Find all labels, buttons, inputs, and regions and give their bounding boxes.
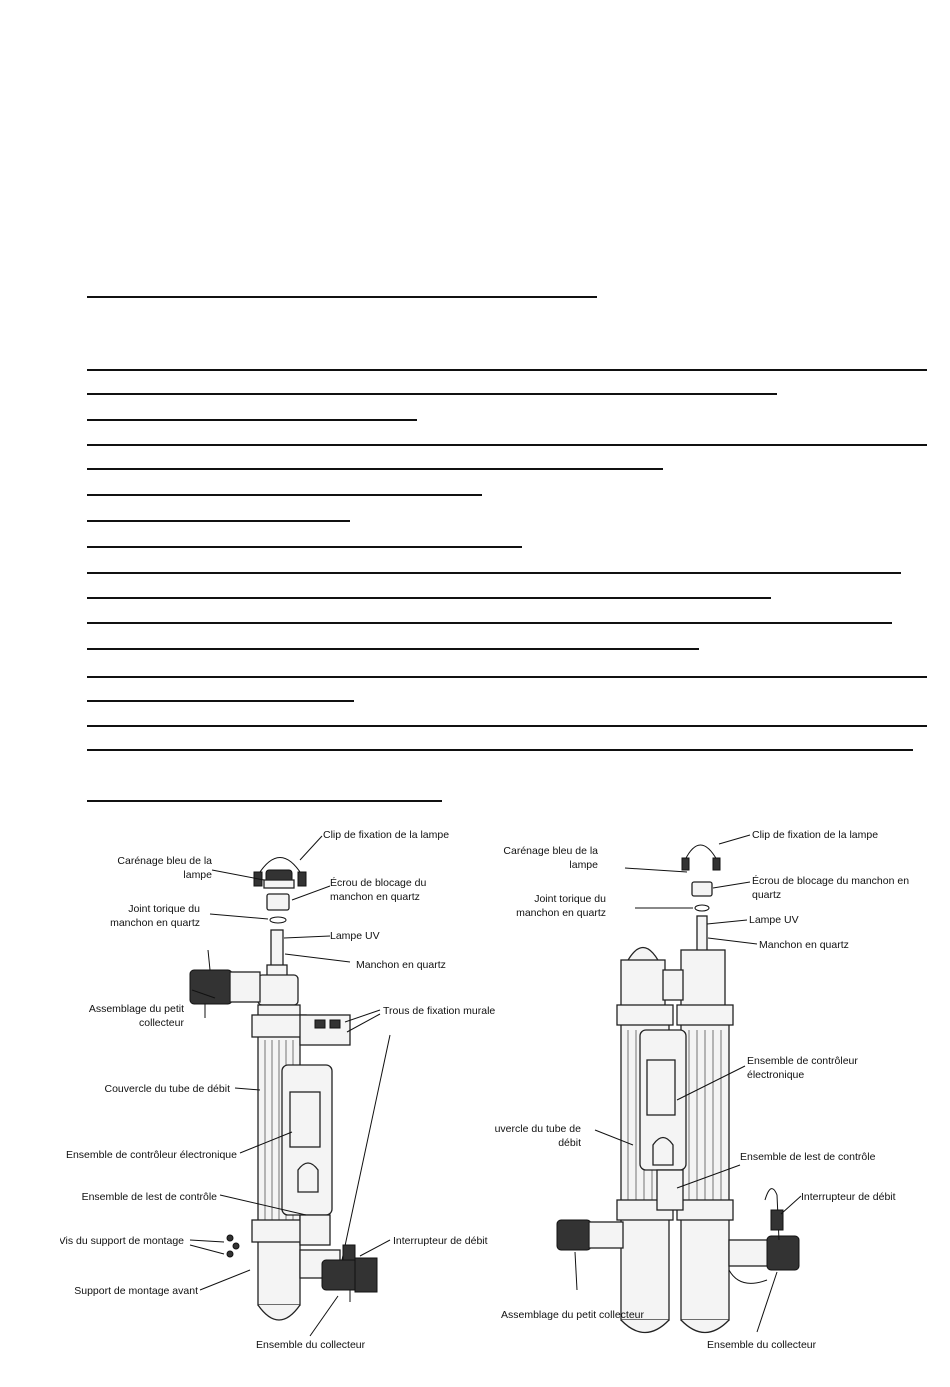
wall-bracket-icon <box>299 1014 351 1046</box>
collector-icon <box>728 1235 800 1271</box>
label-lamp-clip: Clip de fixation de la lampe <box>323 829 449 841</box>
label-wall-holes: Trous de fixation murale <box>383 1005 495 1017</box>
label-controller-2: électronique <box>747 1069 804 1081</box>
label-flow-switch: Interrupteur de débit <box>393 1235 488 1247</box>
label-uv-lamp: Lampe UV <box>330 930 380 942</box>
uv-lamp-icon <box>696 915 708 953</box>
controller-icon <box>639 1029 687 1171</box>
label-o-ring-1: Joint torique du <box>128 903 200 915</box>
redacted-line <box>87 468 663 470</box>
redacted-heading-1 <box>87 296 597 298</box>
redacted-line <box>87 648 699 650</box>
controller-icon <box>281 1064 333 1216</box>
label-flow-tube-cover-2: débit <box>558 1137 581 1149</box>
o-ring-icon <box>694 904 710 912</box>
label-o-ring-1: Joint torique du <box>534 893 606 905</box>
collector-icon <box>321 1257 378 1302</box>
label-lamp-cover-2: lampe <box>183 869 212 881</box>
redacted-heading-2 <box>87 800 442 802</box>
redacted-line <box>87 676 927 678</box>
label-quartz-sleeve: Manchon en quartz <box>759 939 849 951</box>
label-collector: Ensemble du collecteur <box>256 1339 366 1351</box>
label-quartz-nut-2: manchon en quartz <box>330 891 420 903</box>
redacted-line <box>87 520 350 522</box>
label-controller-1: Ensemble de contrôleur <box>747 1055 858 1067</box>
label-small-collector-1: Assemblage du petit <box>89 1003 184 1015</box>
label-flow-switch: Interrupteur de débit <box>801 1191 896 1203</box>
small-collector-icon <box>189 949 261 1018</box>
label-ballast: Ensemble de lest de contrôle <box>740 1151 876 1163</box>
redacted-line <box>87 622 892 624</box>
label-front-bracket: Support de montage avant <box>74 1285 198 1297</box>
label-ballast: Ensemble de lest de contrôle <box>82 1191 218 1203</box>
redacted-line <box>87 572 901 574</box>
uv-lamp-icon <box>270 929 284 971</box>
redacted-line <box>87 597 771 599</box>
redacted-line <box>87 725 927 727</box>
redacted-line <box>87 444 927 446</box>
figure-right-exploded-view: Carénage bleu de la lampe Clip de fixati… <box>495 829 909 1351</box>
label-quartz-nut-1: Écrou de blocage du <box>330 876 426 889</box>
label-quartz-sleeve: Manchon en quartz <box>356 959 446 971</box>
label-quartz-nut-1: Écrou de blocage du manchon en <box>752 874 909 887</box>
lamp-cover-icon <box>263 869 295 889</box>
figure-left-exploded-view: Clip de fixation de la lampe Carénage bl… <box>60 829 495 1351</box>
label-quartz-nut-2: quartz <box>752 889 781 901</box>
flow-switch-icon <box>764 1188 784 1241</box>
o-ring-icon <box>269 916 287 924</box>
label-lamp-cover-2: lampe <box>569 859 598 871</box>
redacted-line <box>87 546 522 548</box>
redacted-line <box>87 494 482 496</box>
redacted-line <box>87 369 927 371</box>
label-flow-tube-cover-1: Couvercle du tube de <box>495 1123 581 1135</box>
quartz-nut-icon <box>266 893 290 911</box>
label-o-ring-2: manchon en quartz <box>516 907 606 919</box>
label-lamp-clip: Clip de fixation de la lampe <box>752 829 878 841</box>
label-controller: Ensemble de contrôleur électronique <box>66 1149 237 1161</box>
redacted-line <box>87 700 354 702</box>
redacted-line <box>87 393 777 395</box>
label-lamp-cover-1: Carénage bleu de la <box>503 845 598 857</box>
small-collector-icon <box>556 1219 624 1251</box>
label-lamp-cover-1: Carénage bleu de la <box>117 855 212 867</box>
label-uv-lamp: Lampe UV <box>749 914 799 926</box>
label-mounting-screws: Vis du support de montage <box>60 1235 184 1247</box>
label-flow-tube-cover: Couvercle du tube de débit <box>104 1083 230 1095</box>
twin-flow-tubes-icon <box>616 947 734 1334</box>
label-collector: Ensemble du collecteur <box>707 1339 817 1351</box>
label-small-collector: Assemblage du petit collecteur <box>501 1309 644 1321</box>
redacted-line <box>87 419 417 421</box>
flow-switch-icon <box>341 1034 391 1266</box>
lamp-clip-icon <box>681 844 721 871</box>
quartz-nut-icon <box>691 881 713 897</box>
label-o-ring-2: manchon en quartz <box>110 917 200 929</box>
mounting-screws-icon <box>226 1234 240 1258</box>
label-small-collector-2: collecteur <box>139 1017 184 1029</box>
redacted-line <box>87 749 913 751</box>
